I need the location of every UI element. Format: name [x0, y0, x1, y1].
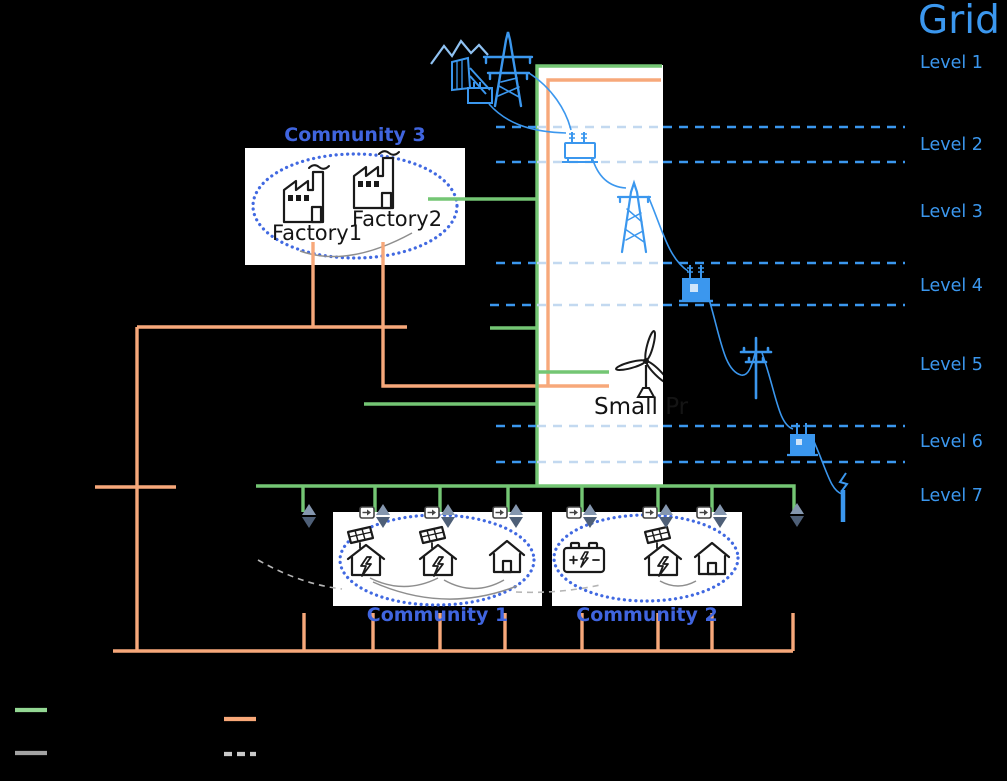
community-1-ellipse	[338, 513, 536, 607]
level-boundary-dashes	[490, 125, 905, 464]
substation-transformer-icon	[562, 132, 598, 163]
hydro-dam-icon	[451, 56, 493, 104]
community-2-label: Community 2	[576, 604, 718, 626]
gray-relation-arcs	[299, 232, 697, 600]
wind-turbine-icon	[614, 329, 663, 398]
level-6-label: Level 6	[920, 432, 983, 452]
small-producer-label: Small Pr	[594, 394, 689, 420]
distribution-tower-icon	[616, 179, 652, 254]
factory-2-label: Factory2	[352, 207, 443, 231]
community-3-label: Community 3	[284, 124, 426, 146]
green-network-lines	[256, 64, 796, 512]
community-2-ellipse	[552, 513, 740, 603]
level-7-label: Level 7	[920, 486, 983, 506]
level-3-label: Level 3	[920, 202, 983, 222]
level-1-label: Level 1	[920, 53, 983, 73]
gray-dashed-connectors	[257, 559, 601, 594]
factory-1-label: Factory1	[272, 221, 363, 245]
battery-icon	[562, 541, 606, 574]
utility-pole-icon	[739, 336, 773, 400]
grid-title: Grid	[918, 0, 1000, 43]
community-3-ellipse	[251, 152, 459, 260]
community-1-label: Community 1	[366, 604, 509, 626]
mountains-icon	[430, 39, 489, 65]
level-4-label: Level 4	[920, 276, 983, 296]
service-pole-icon	[838, 472, 849, 522]
distribution-transformer-icon	[787, 423, 818, 457]
level-2-label: Level 2	[920, 135, 983, 155]
legend	[15, 707, 256, 757]
level-5-label: Level 5	[920, 355, 983, 375]
orange-network-lines	[95, 78, 795, 653]
transformer-station-icon	[679, 265, 713, 303]
grid-column-panel	[536, 65, 663, 485]
transmission-tower-icon	[482, 31, 534, 108]
